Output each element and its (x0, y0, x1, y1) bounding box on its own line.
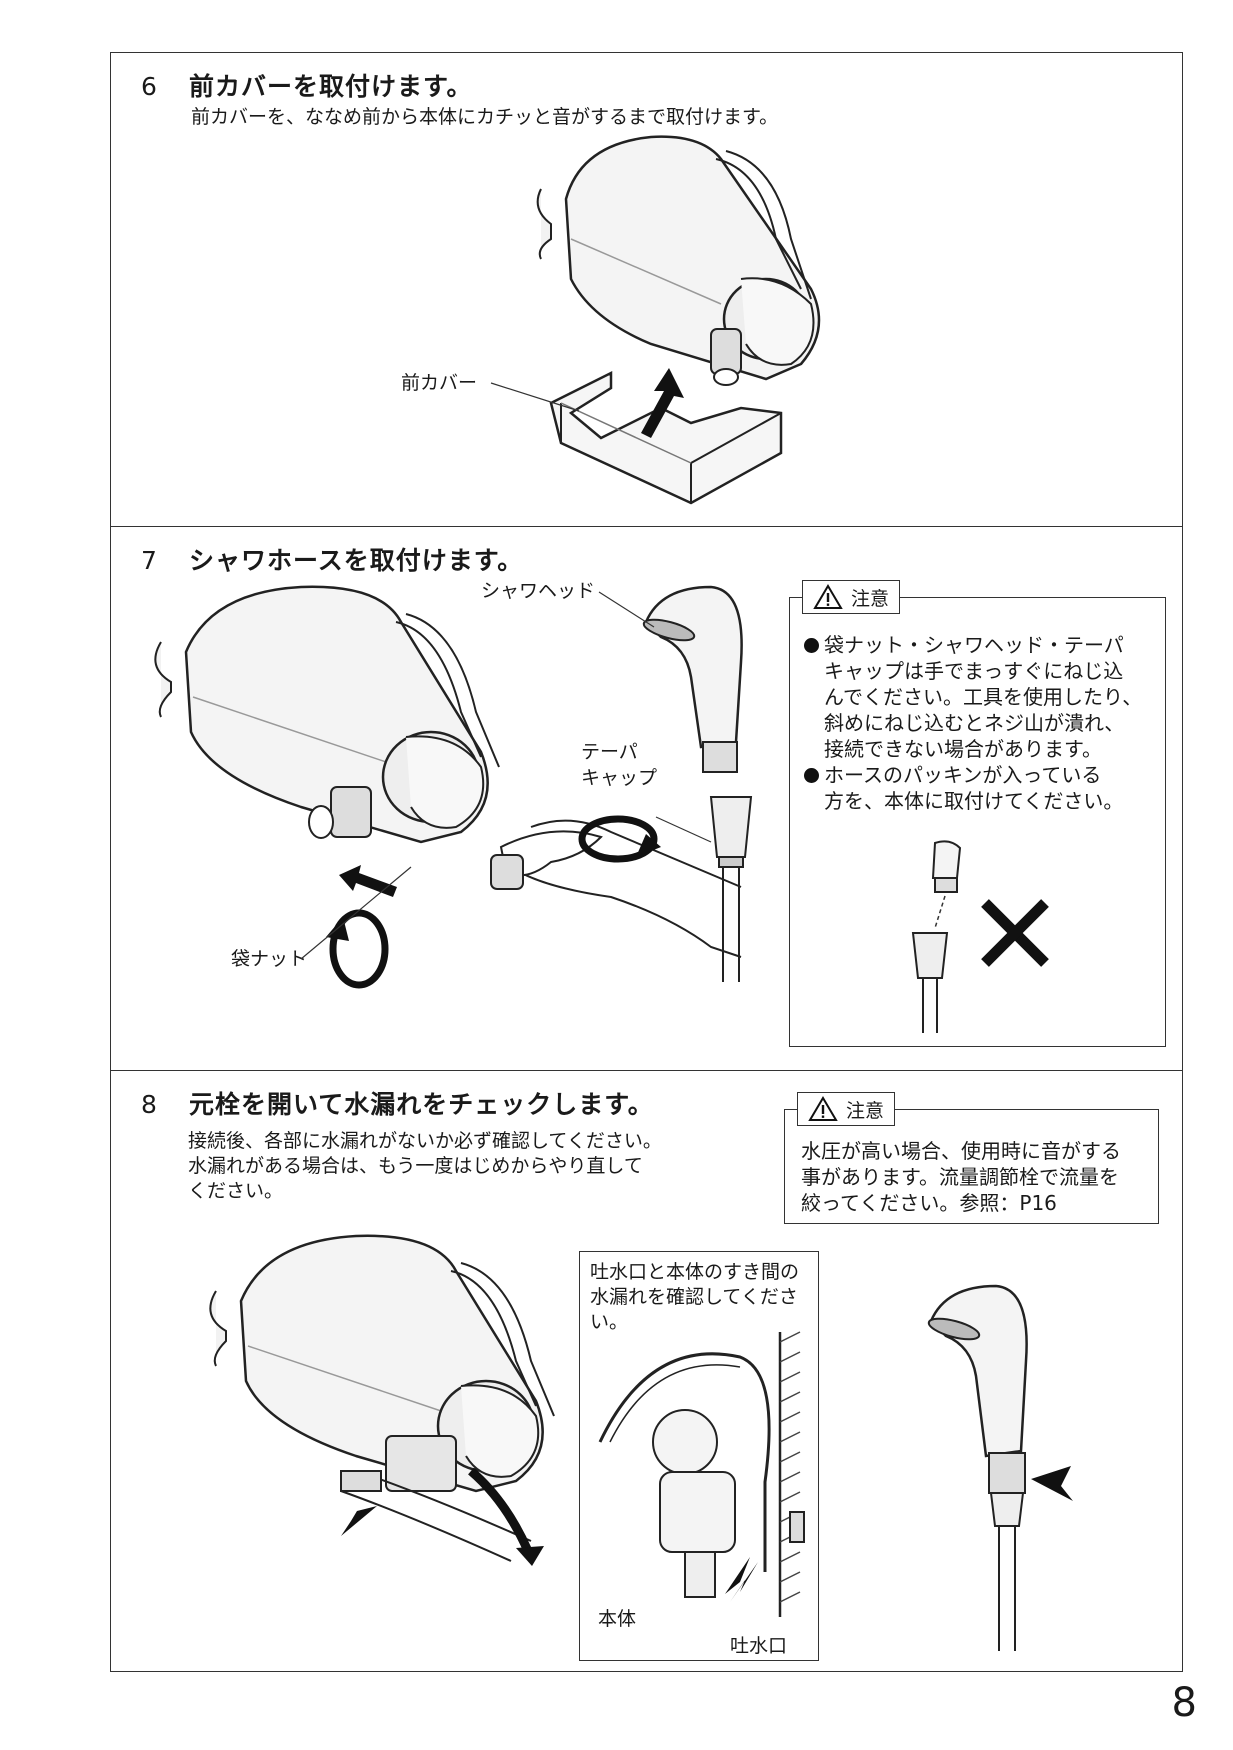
label-spout: 吐水口 (730, 1635, 788, 1657)
caution-bullet-1: 袋ナット・シャワヘッド・テーパ キャップは手でまっすぐにねじ込 んでください。工… (804, 632, 1159, 762)
warning-triangle-icon (813, 584, 843, 609)
caution-text-line: 接続できない場合があります。 (824, 737, 1102, 761)
caution-text-line: キャップは手でまっすぐにねじ込 (824, 659, 1124, 683)
step-6-section: 6 前カバーを取付けます。 前カバーを、ななめ前から本体にカチッと音がするまで取付… (111, 53, 1182, 527)
step-6-number: 6 (141, 72, 158, 101)
caution-box-step7: 注意 袋ナット・シャワヘッド・テーパ キャップは手でまっすぐにねじ込 んでくださ… (789, 580, 1166, 1047)
label-bag-nut: 袋ナット (231, 948, 308, 970)
caution-body-step7: 袋ナット・シャワヘッド・テーパ キャップは手でまっすぐにねじ込 んでください。工… (804, 632, 1159, 814)
caution-text-line: 方を、本体に取付けてください。 (824, 789, 1124, 813)
leader-line-bag-nut (300, 866, 412, 960)
caution-text-line: 斜めにねじ込むとネジ山が潰れ、 (824, 711, 1125, 735)
inset-text-line: 水漏れを確認してくださ (590, 1286, 798, 1308)
arrow-up-icon (641, 368, 684, 438)
faucet-body-illustration (154, 585, 500, 844)
inset-text: 吐水口と本体のすき間の 水漏れを確認してくださ い。 (590, 1260, 799, 1335)
step-8-description: 接続後、各部に水漏れがないか必ず確認してください。 水漏れがある場合は、もう一度… (188, 1129, 662, 1204)
rotate-arrow-icon (578, 815, 661, 863)
caution-text-line: 事があります。流量調節栓で流量を (801, 1165, 1119, 1189)
faucet-body-illustration (536, 135, 821, 386)
caution-heading-step7: 注意 (802, 580, 901, 614)
label-front-cover: 前カバー (401, 372, 478, 394)
faucet-body-illustration (209, 1234, 555, 1562)
label-taper-cap-line2: キャップ (581, 767, 658, 789)
step-8-description-line: 接続後、各部に水漏れがないか必ず確認してください。 (188, 1130, 662, 1152)
step-8-section: 8 元栓を開いて水漏れをチェックします。 接続後、各部に水漏れがないか必ず確認して… (111, 1071, 1182, 1671)
label-taper-cap-line1: テーパ (581, 741, 638, 763)
leader-line-front-cover (490, 382, 580, 412)
caution-text-line: 水圧が高い場合、使用時に音がする (801, 1139, 1121, 1163)
step-8-title: 8 元栓を開いて水漏れをチェックします。 (141, 1085, 654, 1121)
step-6-description: 前カバーを、ななめ前から本体にカチッと音がするまで取付けます。 (191, 106, 779, 128)
step-8-title-text: 元栓を開いて水漏れをチェックします。 (189, 1090, 654, 1119)
hand-with-nut-illustration (490, 819, 742, 958)
step-8-description-line: 水漏れがある場合は、もう一度はじめからやり直して (188, 1155, 643, 1177)
inset-text-line: 吐水口と本体のすき間の (590, 1261, 800, 1283)
caution-text-line: ホースのパッキンが入っている (824, 763, 1102, 787)
shower-head-illustration (642, 585, 743, 773)
step-7-number: 7 (141, 546, 158, 575)
front-cover-illustration (549, 370, 783, 505)
caution-heading-step8: 注意 (797, 1092, 896, 1126)
label-body: 本体 (598, 1608, 637, 1630)
step-8-number: 8 (141, 1090, 158, 1119)
caution-box-step8: 注意 水圧が高い場合、使用時に音がする 事があります。流量調節栓で流量を 絞って… (784, 1092, 1159, 1224)
caution-bullet-2: ホースのパッキンが入っている 方を、本体に取付けてください。 (804, 762, 1159, 814)
step-6-title: 6 前カバーを取付けます。 (141, 67, 473, 103)
pointer-arrowhead-icon (341, 1506, 377, 1536)
step-6-title-text: 前カバーを取付けます。 (189, 72, 473, 101)
shower-head-illustration (927, 1284, 1073, 1651)
caution-text-line: 袋ナット・シャワヘッド・テーパ (824, 633, 1124, 657)
step-7-title: 7 シャワホースを取付けます。 (141, 541, 523, 577)
step-7-title-text: シャワホースを取付けます。 (189, 546, 524, 575)
caution-text-line: 絞ってください。参照：P16 (801, 1191, 1057, 1215)
detail-inset: 吐水口と本体のすき間の 水漏れを確認してくださ い。 (579, 1251, 819, 1661)
leader-line-taper-cap (655, 816, 712, 843)
step-7-section: 7 シャワホースを取付けます。 袋ナット (111, 527, 1182, 1071)
warning-triangle-icon (808, 1096, 838, 1121)
cross-mark-icon (981, 899, 1049, 967)
caution-body-step8: 水圧が高い場合、使用時に音がする 事があります。流量調節栓で流量を 絞ってくださ… (801, 1138, 1151, 1216)
label-taper-cap: テーパ キャップ (581, 739, 657, 791)
leader-line-shower-head (598, 591, 655, 628)
caution-heading-text: 注意 (846, 1099, 885, 1122)
step-8-description-line: ください。 (188, 1180, 284, 1202)
curved-arrow-icon (468, 1467, 544, 1566)
taper-cap-and-hose-illustration (709, 796, 753, 982)
inset-text-line: い。 (590, 1311, 629, 1333)
inset-faucet-side-view (598, 1331, 805, 1617)
label-shower-head: シャワヘッド (481, 580, 596, 602)
caution-text-line: んでください。工具を使用したり、 (824, 685, 1143, 709)
wrong-connection-illustration (911, 840, 962, 1033)
caution-heading-text: 注意 (851, 587, 890, 610)
arrow-left-icon (339, 865, 397, 897)
page-number: 8 (1171, 1680, 1197, 1726)
page-frame: 6 前カバーを取付けます。 前カバーを、ななめ前から本体にカチッと音がするまで取付… (110, 52, 1183, 1672)
